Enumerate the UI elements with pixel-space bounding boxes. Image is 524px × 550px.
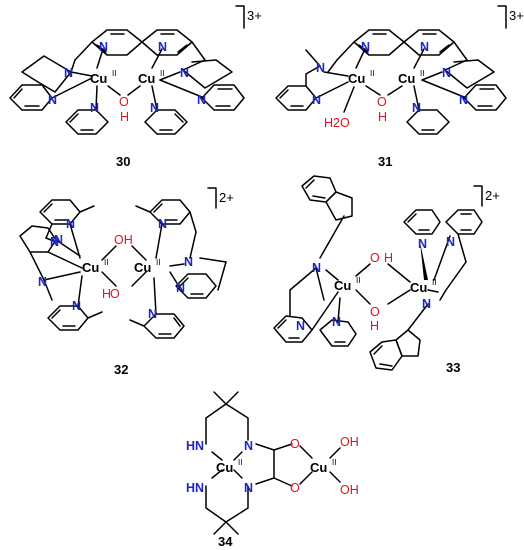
o-atom: O [119,95,129,109]
oxidation-state: II [420,69,424,78]
n-atom: N [312,261,321,275]
n-atom: N [72,299,81,313]
n-atom: N [64,66,73,80]
cu-atom: Cu [90,71,107,86]
oxidation-state: II [432,278,436,287]
o-atom: O [377,95,387,109]
n-atom: N [158,40,167,54]
structure-33: N N N N N N Cu II Cu II O H O H 2+ 33 [273,175,500,375]
n-atom: N [197,93,206,107]
cu-atom: Cu [398,71,415,86]
oxidation-state: II [160,69,164,78]
compound-label: 30 [116,154,130,169]
cu-atom: Cu [410,280,427,295]
cu-atom: Cu [134,260,151,275]
cu-atom: Cu [334,278,351,293]
n-atom: N [442,66,451,80]
oxidation-state: II [112,69,116,78]
n-atom: N [50,235,59,249]
cu-atom: Cu [82,260,99,275]
n-atom: N [332,315,341,329]
n-atom: N [312,93,321,107]
charge-label: 3+ [247,8,262,23]
charge-label: 2+ [485,188,500,203]
structure-34: HN HN N N Cu II O O Cu II OH OH 34 [186,391,359,549]
cu-atom: Cu [348,71,365,86]
n-atom: N [184,255,193,269]
compound-label: 32 [114,362,128,377]
structure-30: N N N N N N N N Cu II Cu II O H 3+ 30 [9,5,262,169]
oh-group: OH [340,435,359,449]
n-atom: N [158,217,167,231]
structure-32: N N N N N N N N N Cu II Cu II OH H O 2+ … [19,187,234,377]
o-atom: O [110,287,120,301]
n-atom: N [90,101,99,115]
oxidation-state: II [332,458,336,467]
n-atom: N [148,307,157,321]
oxidation-state: II [370,69,374,78]
oh-group: OH [114,233,133,247]
structure-31: N N N N N N N Cu II Cu II O H H2O 3+ 31 [275,5,524,169]
oxidation-state: II [238,458,242,467]
cu-atom: Cu [216,460,233,475]
o-atom: O [370,305,380,319]
n-atom: N [66,217,75,231]
n-atom: N [418,237,427,251]
compound-label: 31 [378,154,392,169]
h-atom: H [378,110,387,124]
compound-label: 33 [446,360,460,375]
charge-label: 3+ [509,8,524,23]
o-atom: O [290,481,300,495]
water-ligand: H2O [324,116,350,130]
n-atom: N [422,297,431,311]
n-atom: N [176,281,185,295]
n-atom: N [459,93,468,107]
h-atom: H [370,319,379,333]
n-atom: N [244,439,253,453]
h-atom: H [120,110,129,124]
cu-atom: Cu [310,460,327,475]
n-atom: N [48,93,57,107]
oxidation-state: II [104,258,108,267]
n-atom: N [54,233,63,247]
hn-group: HN [186,481,204,495]
n-atom: N [180,66,189,80]
n-atom: N [316,61,325,75]
n-atom: N [150,101,159,115]
compound-label: 34 [218,534,233,549]
oh-group: H [102,287,111,301]
n-atom: N [244,481,253,495]
n-atom: N [412,101,421,115]
n-atom: N [446,235,455,249]
oxidation-state: II [156,258,160,267]
n-atom: N [99,40,108,54]
n-atom: N [361,40,370,54]
naphthyridine-ring [91,29,193,56]
o-atom: O [290,437,300,451]
o-atom: O [370,251,380,265]
n-atom: N [296,319,305,333]
h-atom: H [384,251,393,265]
n-atom: N [38,275,47,289]
n-atom: N [420,40,429,54]
cu-atom: Cu [138,71,155,86]
hn-group: HN [186,439,204,453]
oh-group: OH [340,483,359,497]
charge-label: 2+ [219,190,234,205]
oxidation-state: II [356,276,360,285]
